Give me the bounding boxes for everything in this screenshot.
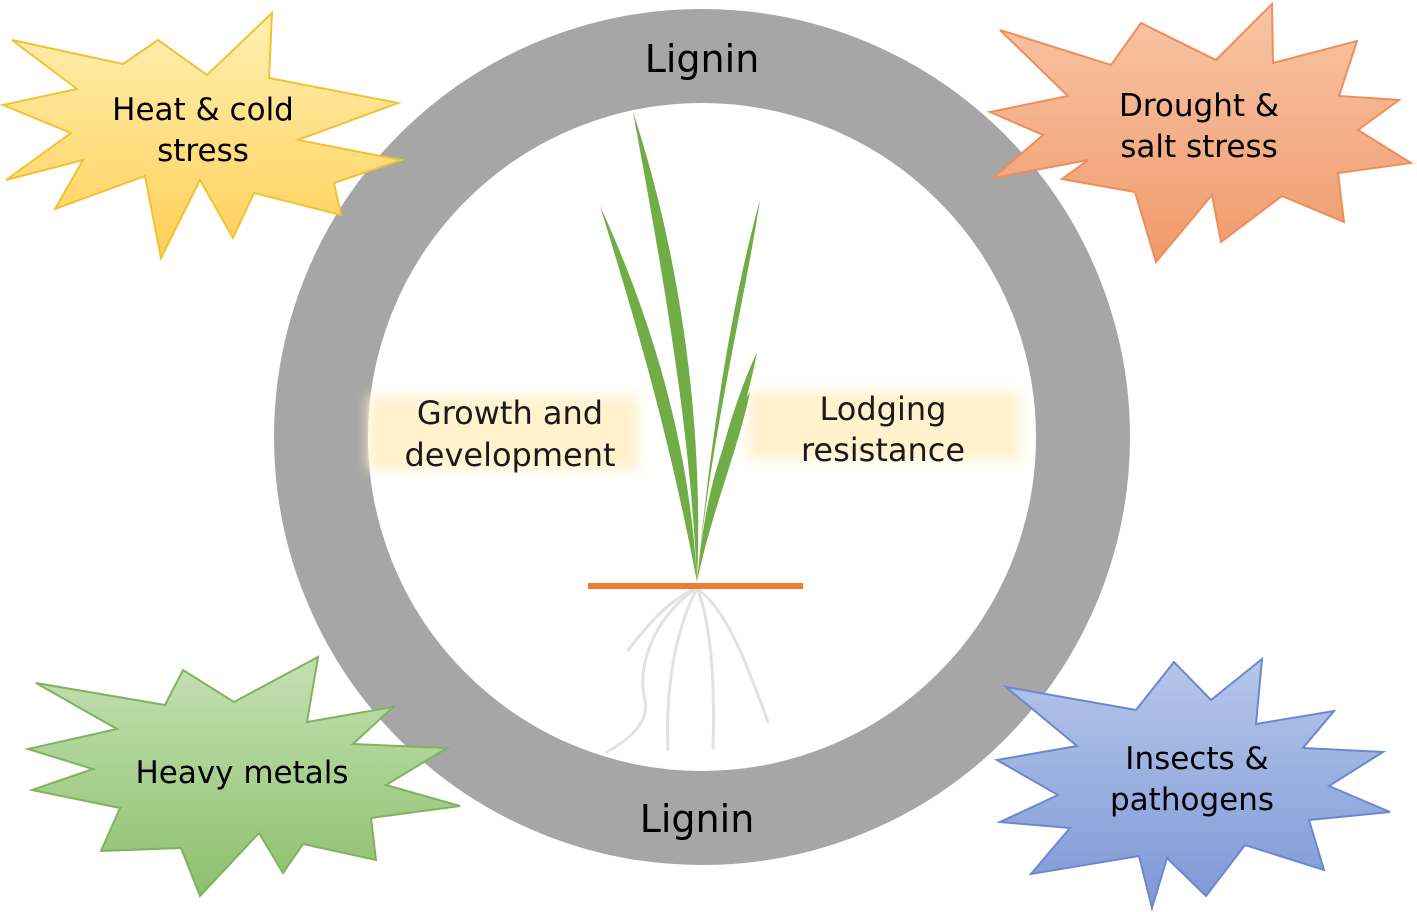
heavy-metals-label: Heavy metals xyxy=(135,755,348,791)
drought-salt-label-line1: Drought & xyxy=(1119,88,1279,124)
heavy-metals-star-shape xyxy=(24,655,461,898)
lodging-resistance-highlight: Lodging resistance xyxy=(748,390,1020,469)
heat-cold-stress-burst: Heat & cold stress xyxy=(0,10,405,262)
drought-salt-stress-burst: Drought & salt stress xyxy=(986,1,1414,265)
growth-development-highlight: Growth and development xyxy=(368,394,638,474)
heat-cold-star-shape xyxy=(0,10,405,262)
plant-roots xyxy=(605,586,770,754)
insects-pathogens-star-shape xyxy=(994,656,1391,912)
drought-salt-star-shape xyxy=(986,1,1414,265)
plant-illustration xyxy=(588,112,803,754)
heavy-metals-burst: Heavy metals xyxy=(24,655,461,898)
heat-cold-label-line2: stress xyxy=(157,133,249,169)
growth-label-line1: Growth and xyxy=(417,394,603,432)
ring-label-bottom: Lignin xyxy=(640,797,755,841)
lodging-label-line1: Lodging xyxy=(820,390,947,428)
insects-pathogens-label-line1: Insects & xyxy=(1125,741,1268,777)
lodging-label-line2: resistance xyxy=(801,431,965,469)
insects-pathogens-burst: Insects & pathogens xyxy=(994,656,1391,912)
growth-label-line2: development xyxy=(404,436,615,474)
plant-leaves xyxy=(600,112,760,582)
insects-pathogens-label-line2: pathogens xyxy=(1110,782,1274,818)
ring-label-top: Lignin xyxy=(645,37,760,81)
heat-cold-label-line1: Heat & cold xyxy=(112,92,294,128)
drought-salt-label-line2: salt stress xyxy=(1120,129,1278,165)
lignin-ring xyxy=(274,9,1130,865)
